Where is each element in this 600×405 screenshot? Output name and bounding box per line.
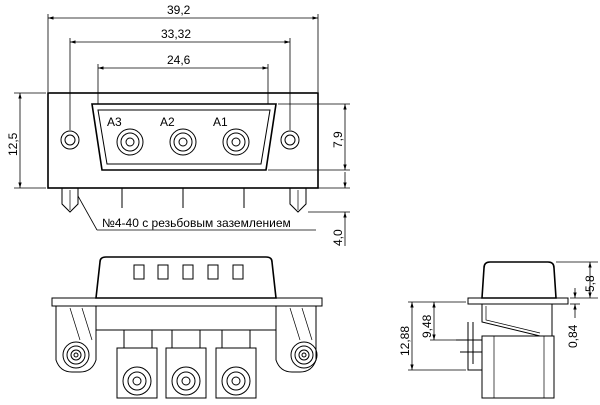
dim-side-height-total: 12,88 [398,326,412,356]
right-bracket [275,306,317,373]
side-body [481,335,555,399]
screw-lock-left [62,341,90,369]
side-flange [467,297,569,305]
bottom-shell [95,256,277,299]
board-lock-right [289,188,307,213]
bottom-view [51,256,323,399]
contact-a1 [222,128,250,156]
front-d-shell-outer [91,103,277,171]
coax-body-a1 [215,329,257,399]
screw-lock-right [290,341,318,369]
coax-body-a3 [116,329,158,399]
dim-overall-width: 39,2 [167,3,191,17]
contact-label-a3: A3 [107,115,122,129]
dim-body-height: 12,5 [6,132,20,156]
contact-a3 [116,128,144,156]
contact-a2 [169,128,197,156]
front-d-shell-inner [97,109,271,165]
side-shell [481,261,557,299]
side-pins [456,322,482,371]
dim-side-offset: 9,48 [420,314,434,338]
dim-contact-span: 24,6 [167,53,191,67]
dim-side-flange: 0,84 [566,324,580,348]
dim-mount-hole-spacing: 33,32 [161,27,191,41]
dim-pin-length: 4,0 [331,229,345,246]
board-lock-left [61,188,79,213]
dim-shell-height: 7,9 [331,131,345,148]
contact-label-a2: A2 [160,115,175,129]
mount-hole-right [280,130,300,150]
grounding-note: №4-40 с резьбовым заземлением [102,216,291,230]
contact-label-a1: A1 [213,115,228,129]
front-pins [121,188,245,208]
bottom-flange [51,297,323,307]
dim-side-shell-height: 5,8 [583,275,597,292]
coax-body-a2 [165,329,207,399]
mount-hole-left [60,130,80,150]
contact-windows [133,264,244,280]
front-view: A3 A2 A1 39,2 33,32 24,6 [6,3,350,246]
side-view: 12,88 9,48 5,8 0,84 [398,261,598,399]
front-flange [47,92,319,189]
left-bracket [55,306,97,373]
